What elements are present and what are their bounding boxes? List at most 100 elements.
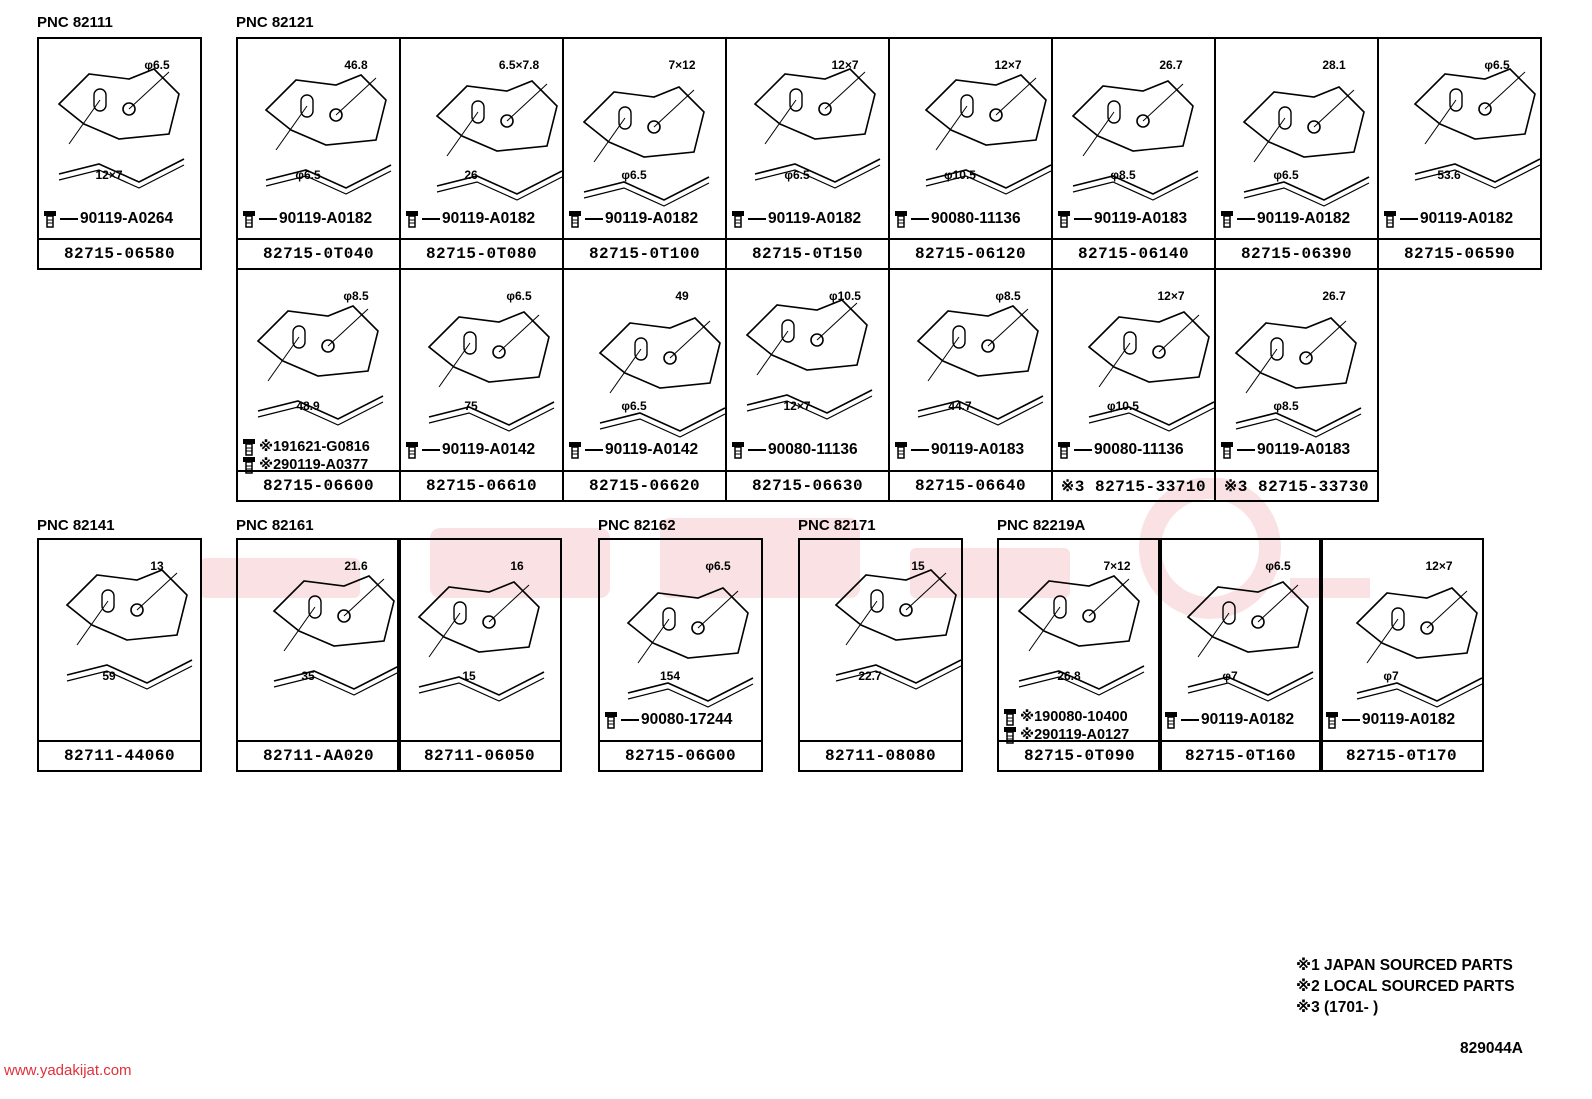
part-number[interactable]: 82711-08080 <box>800 740 961 770</box>
fastener-number: 90119-A0182 <box>1220 207 1375 231</box>
dimension-label: φ8.5 <box>343 289 369 303</box>
legend: ※1 JAPAN SOURCED PARTS ※2 LOCAL SOURCED … <box>1296 955 1515 1018</box>
part-drawing: φ6.5 154 <box>600 540 761 708</box>
legend-item: ※1 JAPAN SOURCED PARTS <box>1296 957 1513 974</box>
part-drawing: 12×7 φ7 <box>1321 540 1482 708</box>
part-number[interactable]: 82715-0T090 <box>999 740 1160 770</box>
dimension-label: φ6.5 <box>506 289 532 303</box>
part-number[interactable]: 82715-0T170 <box>1321 740 1482 770</box>
dimension-label: 21.6 <box>344 559 368 573</box>
part-number[interactable]: 82711-06050 <box>399 740 560 770</box>
dimension-label: φ6.5 <box>144 58 170 72</box>
part-number[interactable]: 82715-06590 <box>1379 238 1540 268</box>
part-cell[interactable]: 28.1 φ6.5 90119-A0182 82715-06390 <box>1214 37 1379 270</box>
dimension-label: φ6.5 <box>1273 168 1299 182</box>
pnc-label: PNC 82111 <box>37 14 113 31</box>
part-number[interactable]: ※3 82715-33730 <box>1216 470 1377 500</box>
website-link[interactable]: www.yadakijat.com <box>4 1062 132 1079</box>
dimension-label: 44.7 <box>948 399 972 413</box>
part-number[interactable]: 82711-44060 <box>39 740 200 770</box>
part-number[interactable]: 82715-06610 <box>401 470 562 500</box>
dimension-label: φ8.5 <box>1110 168 1136 182</box>
fastener-number: 90119-A0142 <box>568 438 723 462</box>
dimension-label: 16 <box>510 559 524 573</box>
fastener-number: ※191621-G0816※290119-A0377 <box>242 436 397 476</box>
dimension-label: φ6.5 <box>705 559 731 573</box>
part-number[interactable]: 82715-06580 <box>39 238 200 268</box>
part-number[interactable]: 82715-06390 <box>1216 238 1377 268</box>
part-number[interactable]: 82715-06120 <box>890 238 1051 268</box>
part-number[interactable]: 82715-06140 <box>1053 238 1214 268</box>
dimension-label: 28.1 <box>1322 58 1346 72</box>
part-number[interactable]: 82715-06G00 <box>600 740 761 770</box>
dimension-label: 154 <box>660 669 680 683</box>
part-cell[interactable]: 49 φ6.5 90119-A0142 82715-06620 <box>562 268 727 502</box>
dimension-label: φ6.5 <box>621 399 647 413</box>
pnc-label: PNC 82121 <box>236 14 314 31</box>
part-number[interactable]: 82715-0T150 <box>727 238 888 268</box>
pnc-label: PNC 82171 <box>798 517 876 534</box>
dimension-label: 26.7 <box>1322 289 1346 303</box>
dimension-label: φ6.5 <box>1484 58 1510 72</box>
dimension-label: φ6.5 <box>784 168 810 182</box>
part-number[interactable]: 82715-0T040 <box>238 238 399 268</box>
part-number[interactable]: 82715-06630 <box>727 470 888 500</box>
fastener-number: 90080-11136 <box>894 207 1049 231</box>
part-number[interactable]: ※3 82715-33710 <box>1053 470 1214 500</box>
part-number[interactable]: 82715-0T100 <box>564 238 725 268</box>
dimension-label: φ7 <box>1383 669 1399 683</box>
part-number[interactable]: 82715-06640 <box>890 470 1051 500</box>
dimension-label: φ10.5 <box>944 168 976 182</box>
part-drawing: 28.1 φ6.5 <box>1216 39 1377 207</box>
dimension-label: φ8.5 <box>995 289 1021 303</box>
fastener-number: 90119-A0183 <box>1057 207 1212 231</box>
dimension-label: 75 <box>464 399 478 413</box>
part-number[interactable]: 82711-AA020 <box>238 740 399 770</box>
fastener-number: 90119-A0183 <box>1220 438 1375 462</box>
dimension-label: 12×7 <box>1425 559 1452 573</box>
dimension-label: 49 <box>675 289 689 303</box>
part-number[interactable]: 82715-06620 <box>564 470 725 500</box>
dimension-label: 12×7 <box>1157 289 1184 303</box>
fastener-number: 90119-A0182 <box>1383 207 1538 231</box>
dimension-label: φ7 <box>1222 669 1238 683</box>
dimension-label: 26 <box>464 168 478 182</box>
fastener-number: 90119-A0182 <box>1164 708 1319 732</box>
part-number[interactable]: 82715-0T160 <box>1160 740 1321 770</box>
part-number[interactable]: 82715-06600 <box>238 470 399 500</box>
fastener-number: 90119-A0182 <box>568 207 723 231</box>
part-number[interactable]: 82715-0T080 <box>401 238 562 268</box>
